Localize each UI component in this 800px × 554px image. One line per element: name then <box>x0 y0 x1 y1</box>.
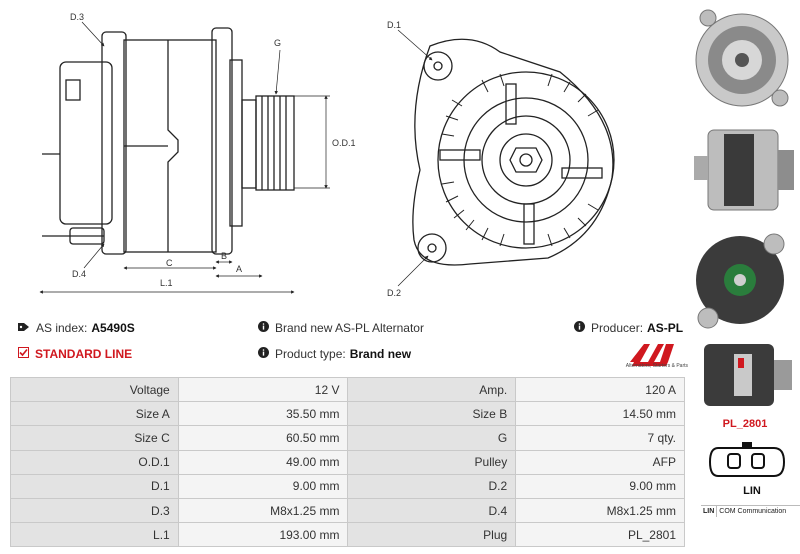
as-index: AS index: A5490S <box>18 321 135 335</box>
spec-value: 12 V <box>177 376 349 403</box>
table-row: O.D.1 49.00 mm Pulley AFP <box>10 449 685 475</box>
table-row: Voltage 12 V Amp. 120 A <box>10 376 685 403</box>
as-index-label: AS index: <box>36 321 88 335</box>
standard-line-text: STANDARD LINE <box>35 347 133 361</box>
spec-label: D.4 <box>347 497 517 524</box>
producer-label: Producer: <box>591 321 644 335</box>
table-row: Size A 35.50 mm Size B 14.50 mm <box>10 401 685 427</box>
spec-label: D.1 <box>10 473 179 499</box>
spec-value: 14.50 mm <box>515 401 685 427</box>
legend-key: LIN <box>701 505 718 517</box>
table-row: Size C 60.50 mm G 7 qty. <box>10 425 685 451</box>
label-d4: D.4 <box>72 269 86 279</box>
front-dimensions <box>397 29 433 287</box>
spec-label: Size C <box>10 425 179 451</box>
condition-text: Brand new AS-PL Alternator <box>275 321 424 335</box>
spec-value: M8x1.25 mm <box>177 497 349 524</box>
label-g: G <box>274 38 281 48</box>
spec-value: AFP <box>515 449 685 475</box>
condition: Brand new AS-PL Alternator <box>258 321 424 335</box>
spec-label: Plug <box>347 522 517 548</box>
spec-label: Pulley <box>347 449 517 475</box>
spec-value: 49.00 mm <box>177 449 349 475</box>
spec-label: L.1 <box>10 522 179 548</box>
spec-label: Amp. <box>347 376 517 403</box>
tag-icon <box>18 321 30 335</box>
spec-label: Voltage <box>10 376 179 403</box>
plug-connector-diagram <box>708 442 786 477</box>
label-od1: O.D.1 <box>332 138 356 148</box>
spec-value: 7 qty. <box>515 425 685 451</box>
as-pl-logo <box>630 344 674 366</box>
product-photo-angle[interactable] <box>688 334 800 416</box>
spec-label: D.2 <box>347 473 517 499</box>
label-a: A <box>236 264 242 274</box>
side-dimensions <box>39 21 330 294</box>
spec-label: Size A <box>10 401 179 427</box>
spec-value: 35.50 mm <box>177 401 349 427</box>
front-view <box>412 38 615 266</box>
info-icon <box>258 321 269 335</box>
legend-value: COM Communication <box>716 505 800 517</box>
plug-legend: LIN COM Communication <box>701 505 800 517</box>
product-photo-side[interactable] <box>688 116 800 224</box>
spec-label: D.3 <box>10 497 179 524</box>
logo-subtitle: Alternators, Starters & Parts <box>625 363 688 369</box>
side-view <box>42 27 295 255</box>
label-d3: D.3 <box>70 12 84 22</box>
plug-code: PL_2801 <box>722 418 768 430</box>
product-type: Product type: Brand new <box>258 347 411 361</box>
spec-value: 120 A <box>515 376 685 403</box>
producer: Producer: AS-PL <box>574 321 683 335</box>
spec-value: 193.00 mm <box>177 522 349 548</box>
spec-value: PL_2801 <box>515 522 685 548</box>
spec-label: Size B <box>347 401 517 427</box>
label-b: B <box>221 251 227 261</box>
table-row: LIN COM Communication <box>701 505 800 517</box>
producer-value: AS-PL <box>647 321 684 335</box>
spec-value: 60.50 mm <box>177 425 349 451</box>
spec-value: 9.00 mm <box>177 473 349 499</box>
spec-value: 9.00 mm <box>515 473 685 499</box>
table-row: L.1 193.00 mm Plug PL_2801 <box>10 522 685 548</box>
front-vent-slots <box>441 73 599 247</box>
spec-label: O.D.1 <box>10 449 179 475</box>
product-photo-front[interactable] <box>688 2 800 114</box>
label-l1: L.1 <box>160 278 173 288</box>
as-index-value: A5490S <box>91 321 135 335</box>
standard-line: STANDARD LINE <box>18 347 132 361</box>
table-row: D.1 9.00 mm D.2 9.00 mm <box>10 473 685 499</box>
label-d2: D.2 <box>387 288 401 298</box>
specifications-table: Voltage 12 V Amp. 120 A Size A 35.50 mm … <box>10 376 685 548</box>
check-box-icon <box>18 347 29 361</box>
info-icon <box>258 347 269 361</box>
info-icon <box>574 321 585 335</box>
product-type-label: Product type: <box>275 347 346 361</box>
spec-value: M8x1.25 mm <box>515 497 685 524</box>
label-d1: D.1 <box>387 20 401 30</box>
spec-label: G <box>347 425 517 451</box>
table-row: D.3 M8x1.25 mm D.4 M8x1.25 mm <box>10 497 685 524</box>
product-type-value: Brand new <box>349 347 412 361</box>
plug-pin-label: LIN <box>743 485 761 497</box>
technical-drawing: D.3 G O.D.1 D.4 C B A L.1 <box>39 12 615 298</box>
label-c: C <box>166 258 173 268</box>
product-photo-rear[interactable] <box>688 226 800 334</box>
